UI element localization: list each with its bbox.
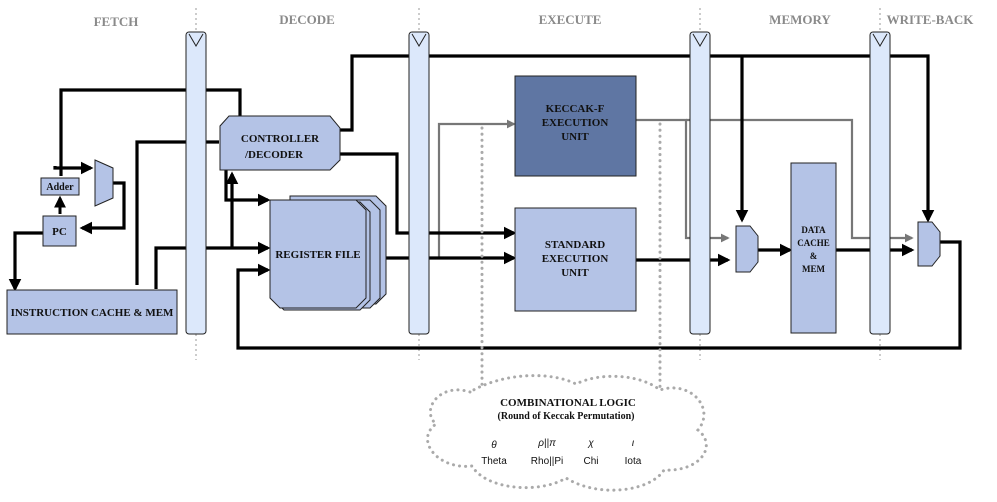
stage-label-memory: MEMORY — [769, 12, 831, 27]
pipeline-register-if-id — [185, 31, 207, 335]
pipeline-register-id-ex — [408, 31, 430, 335]
register-file-label: REGISTER FILE — [275, 249, 360, 261]
rho-pi-label: Rho||Pi — [531, 456, 563, 467]
keccak-data-path — [437, 118, 914, 258]
controller-decoder-block: CONTROLLER /DECODER — [219, 115, 341, 171]
stage-label-writeback: WRITE-BACK — [887, 12, 975, 27]
pipeline-register-ex-mem — [689, 31, 711, 335]
pipeline-register-mem-wb — [869, 31, 891, 335]
combinational-logic-cloud — [426, 374, 708, 492]
pc-block: PC — [42, 215, 77, 247]
adder-label: Adder — [46, 182, 74, 193]
theta-symbol: θ — [491, 440, 497, 451]
chi-label: Chi — [583, 456, 598, 467]
register-file-block: REGISTER FILE — [269, 195, 387, 311]
keccak-label-line2: EXECUTION — [542, 117, 609, 129]
pc-label: PC — [52, 226, 67, 238]
standard-label-line3: UNIT — [561, 267, 589, 279]
data-cache-label-line1: DATA — [801, 225, 826, 235]
instruction-cache-block: INSTRUCTION CACHE & MEM — [6, 289, 178, 335]
controller-label-line2: /DECODER — [244, 149, 304, 161]
stage-label-decode: DECODE — [279, 12, 335, 27]
theta-label: Theta — [481, 456, 507, 467]
adder-block: Adder — [40, 177, 80, 196]
rho-pi-symbol: ρ||π — [537, 438, 556, 449]
data-cache-label-line3: & — [810, 251, 818, 261]
stage-label-fetch: FETCH — [94, 14, 139, 29]
keccak-label-line1: KECCAK-F — [546, 103, 605, 115]
iota-symbol: ι — [632, 438, 635, 449]
data-cache-label-line2: CACHE — [797, 238, 830, 248]
standard-label-line2: EXECUTION — [542, 253, 609, 265]
standard-label-line1: STANDARD — [545, 239, 605, 251]
data-cache-block: DATA CACHE & MEM — [790, 162, 837, 334]
stage-label-execute: EXECUTE — [539, 12, 602, 27]
standard-execution-unit: STANDARD EXECUTION UNIT — [514, 207, 637, 312]
fetch-mux — [94, 159, 114, 207]
iota-label: Iota — [625, 456, 642, 467]
instruction-cache-label: INSTRUCTION CACHE & MEM — [11, 307, 174, 319]
memory-mux — [735, 225, 759, 273]
keccak-execution-unit: KECCAK-F EXECUTION UNIT — [514, 75, 637, 177]
chi-symbol: χ — [587, 438, 594, 449]
stage-separators — [195, 8, 881, 360]
keccak-label-line3: UNIT — [561, 131, 589, 143]
writeback-mux — [917, 221, 941, 267]
controller-label-line1: CONTROLLER — [241, 133, 320, 145]
combinational-subtitle: (Round of Keccak Permutation) — [498, 411, 635, 422]
combinational-title: COMBINATIONAL LOGIC — [500, 397, 636, 409]
data-cache-label-line4: MEM — [802, 264, 825, 274]
